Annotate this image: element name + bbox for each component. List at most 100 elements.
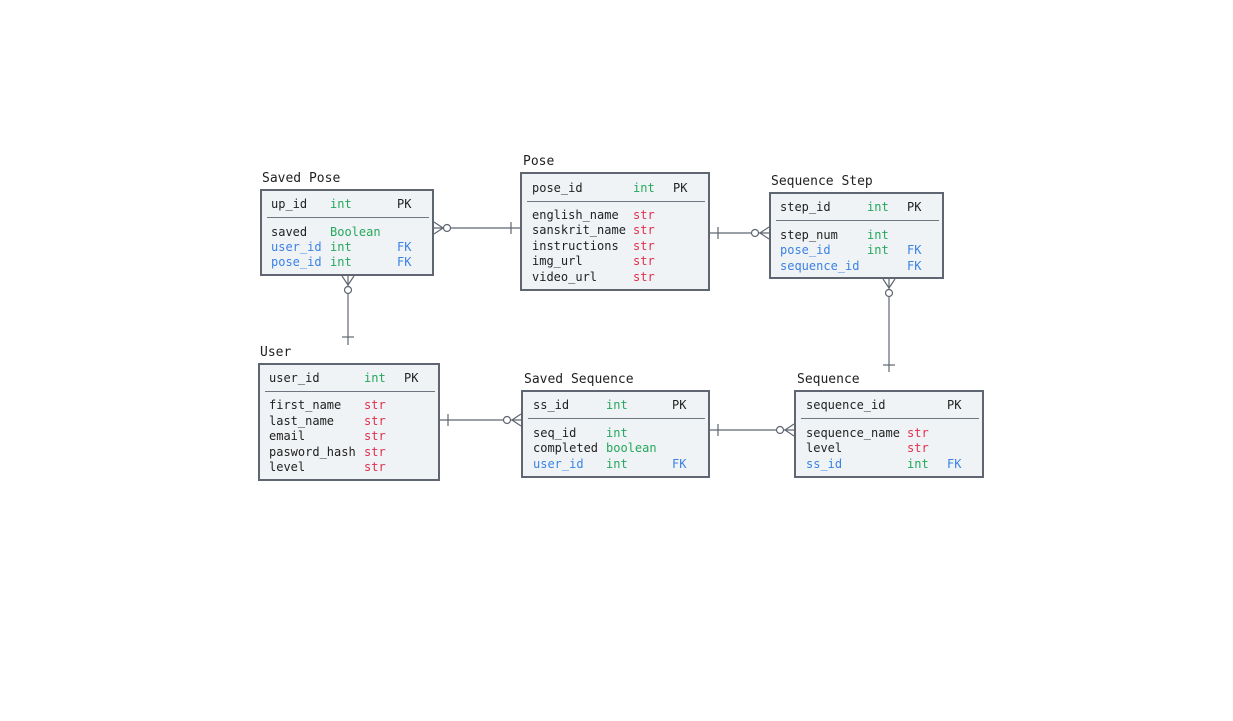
key-badge: FK: [947, 457, 962, 471]
field-type: str: [633, 254, 655, 268]
pk-row: ss_id int PK: [533, 397, 703, 413]
field-type: int: [330, 240, 352, 254]
field-row: ss_id int FK: [806, 456, 978, 472]
field-type: boolean: [606, 441, 657, 455]
field-row: video_url str: [532, 269, 702, 285]
field-name: step_num: [780, 228, 838, 242]
key-badge: FK: [397, 240, 412, 254]
field-type: str: [364, 445, 386, 459]
field-type: str: [633, 270, 655, 284]
field-name: instructions: [532, 239, 619, 253]
field-type: Boolean: [330, 225, 381, 239]
key-badge: FK: [907, 243, 922, 257]
field-row: sanskrit_name str: [532, 222, 702, 238]
divider: [528, 418, 705, 419]
field-type: int: [606, 398, 628, 412]
entity-saved-pose[interactable]: up_id int PK saved Boolean user_id int F…: [260, 189, 434, 276]
field-type: int: [330, 255, 352, 269]
field-name: last_name: [269, 414, 335, 428]
field-name: user_id: [269, 371, 320, 385]
field-name: level: [806, 441, 843, 455]
field-row: last_name str: [269, 413, 429, 429]
field-type: int: [867, 200, 889, 214]
entity-sequence[interactable]: sequence_id PK sequence_name str level s…: [794, 390, 984, 478]
entity-title-saved-pose: Saved Pose: [262, 171, 341, 186]
field-row: pose_id int FK: [780, 242, 935, 258]
key-badge: PK: [947, 398, 962, 412]
rel-savedpose-user: [341, 275, 355, 345]
entity-title-user: User: [260, 345, 292, 360]
entity-pose[interactable]: pose_id int PK english_name str sanskrit…: [520, 172, 710, 291]
field-row: pasword_hash str: [269, 444, 429, 460]
key-badge: FK: [397, 255, 412, 269]
entity-title-saved-sequence: Saved Sequence: [524, 372, 634, 387]
field-name: pose_id: [532, 181, 583, 195]
field-name: level: [269, 460, 306, 474]
pk-row: step_id int PK: [780, 199, 935, 215]
field-name: sequence_id: [806, 398, 886, 412]
entity-title-pose: Pose: [523, 154, 555, 169]
field-type: str: [633, 223, 655, 237]
field-name: pose_id: [780, 243, 831, 257]
field-name: video_url: [532, 270, 598, 284]
field-name: email: [269, 429, 306, 443]
field-type: str: [633, 239, 655, 253]
field-name: up_id: [271, 197, 308, 211]
field-row: english_name str: [532, 207, 702, 223]
field-name: user_id: [271, 240, 322, 254]
field-row: level str: [806, 440, 978, 456]
field-row: sequence_id FK: [780, 258, 935, 274]
entity-user[interactable]: user_id int PK first_name str last_name …: [258, 363, 440, 481]
field-row: completed boolean: [533, 440, 703, 456]
divider: [267, 217, 429, 218]
entity-saved-sequence[interactable]: ss_id int PK seq_id int completed boolea…: [521, 390, 710, 478]
rel-savedpose-pose: [433, 221, 520, 235]
field-type: str: [907, 441, 929, 455]
rel-savedsequence-sequence: [710, 423, 795, 437]
divider: [776, 220, 939, 221]
divider: [265, 391, 435, 392]
field-name: img_url: [532, 254, 583, 268]
field-type: int: [633, 181, 655, 195]
field-name: completed: [533, 441, 599, 455]
field-name: ss_id: [533, 398, 570, 412]
field-type: str: [364, 398, 386, 412]
entity-sequence-step[interactable]: step_id int PK step_num int pose_id int …: [769, 192, 944, 279]
field-name: sanskrit_name: [532, 223, 626, 237]
field-name: pasword_hash: [269, 445, 356, 459]
field-type: str: [364, 460, 386, 474]
key-badge: PK: [397, 197, 412, 211]
key-badge: FK: [672, 457, 687, 471]
field-name: seq_id: [533, 426, 577, 440]
field-type: int: [867, 243, 889, 257]
key-badge: PK: [673, 181, 688, 195]
field-row: first_name str: [269, 397, 429, 413]
field-name: sequence_name: [806, 426, 900, 440]
field-name: ss_id: [806, 457, 843, 471]
field-name: step_id: [780, 200, 831, 214]
field-row: step_num int: [780, 227, 935, 243]
rel-sequencestep-sequence: [882, 278, 896, 372]
field-type: int: [606, 426, 628, 440]
divider: [527, 201, 705, 202]
field-type: str: [633, 208, 655, 222]
field-row: sequence_name str: [806, 425, 978, 441]
field-name: english_name: [532, 208, 619, 222]
field-row: user_id int FK: [533, 456, 703, 472]
field-row: saved Boolean: [271, 224, 421, 240]
key-badge: PK: [672, 398, 687, 412]
entity-title-sequence-step: Sequence Step: [771, 174, 873, 189]
key-badge: PK: [404, 371, 419, 385]
field-type: int: [907, 457, 929, 471]
field-row: pose_id int FK: [271, 254, 421, 270]
field-name: sequence_id: [780, 259, 860, 273]
rel-user-savedsequence: [440, 413, 522, 427]
pk-row: user_id int PK: [269, 370, 429, 386]
pk-row: pose_id int PK: [532, 180, 702, 196]
field-type: str: [364, 429, 386, 443]
field-row: instructions str: [532, 238, 702, 254]
field-type: str: [907, 426, 929, 440]
field-name: saved: [271, 225, 308, 239]
pk-row: sequence_id PK: [806, 397, 978, 413]
